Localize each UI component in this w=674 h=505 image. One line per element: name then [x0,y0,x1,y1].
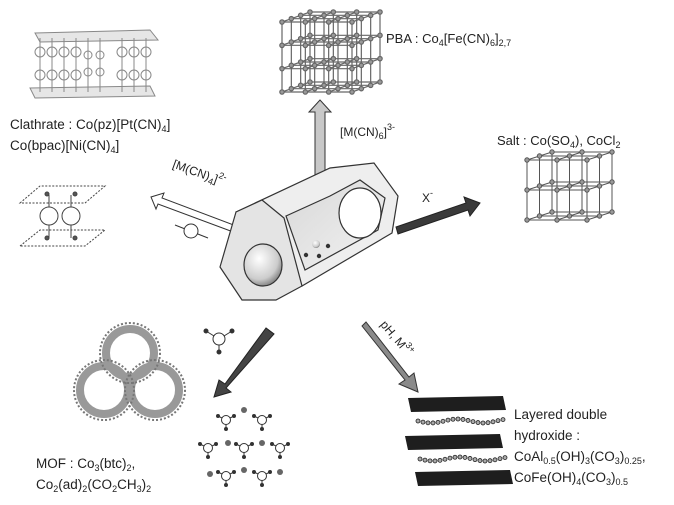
reagent-label-mcn6: [M(CN)6]3- [340,122,396,141]
clathrate-label-line1: Clathrate : Co(pz)[Pt(CN)4] [10,117,171,134]
arrow-up-pba [307,99,333,178]
salt-structure [524,149,615,223]
reagent-label-halide: X- [422,188,434,206]
clathrate-schematic [18,185,107,247]
arrow-down-right-ldh [361,321,419,393]
pba-structure [279,9,383,95]
ldh-structure [405,396,513,486]
mof-schematic [198,407,290,487]
mof-label-line2: Co2(ad)2(CO2CH3)2 [36,477,152,494]
ldh-label-line4: CoFe(OH)4(CO3)0.5 [514,470,629,487]
ldh-label-line1: Layered double [514,407,608,422]
arrow-right-salt [395,196,481,235]
mof-structure [73,322,186,421]
pba-label: PBA : Co4[Fe(CN)6]2,7 [386,31,512,48]
central-hexagonal-prism [219,162,399,301]
arrow-left-clathrate [150,192,240,234]
ligand-pz-icon [174,223,209,239]
arrow-down-left-mof [213,327,275,398]
clathrate-label-line2: Co(bpac)[Ni(CN)4] [10,138,120,155]
mof-label-line1: MOF : Co3(btc)2, [36,456,136,473]
clathrate-structure [29,29,160,99]
ligand-btc-icon [203,328,235,355]
ldh-label-line2: hydroxide : [514,428,581,443]
salt-label: Salt : Co(SO4), CoCl2 [497,133,621,150]
ldh-label-line3: CoAl0.5(OH)3(CO3)0.25, [514,449,646,466]
